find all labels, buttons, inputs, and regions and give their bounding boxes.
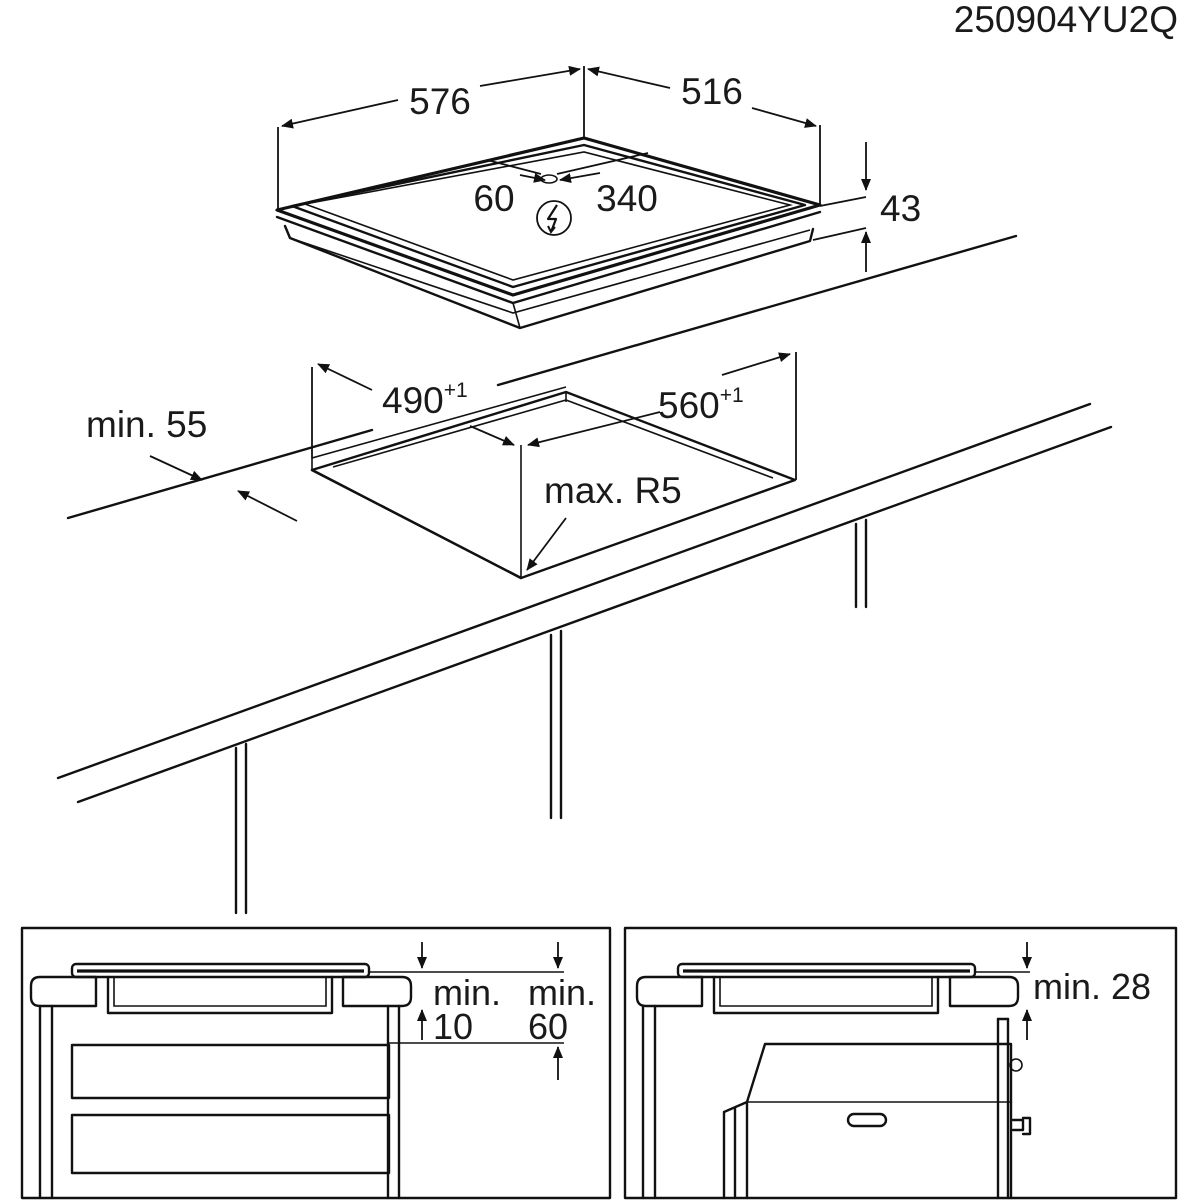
min-front-label: min. 55 bbox=[86, 404, 207, 445]
worktop-drawing bbox=[56, 234, 1113, 915]
hob-drawing bbox=[275, 136, 822, 330]
min-gap-label-right: min. 28 bbox=[1033, 966, 1151, 1007]
document-code: 250904YU2Q bbox=[954, 0, 1178, 40]
hob-width-label: 576 bbox=[409, 81, 471, 122]
cutout-dimensions: 490+1 560+1 min. 55 max. R5 bbox=[86, 352, 797, 571]
detail-drawer-cabinet: min. 10 min. 60 bbox=[20, 926, 612, 1200]
min-gap-value-b: 60 bbox=[528, 1006, 568, 1047]
hob-depth-label: 516 bbox=[681, 71, 743, 112]
hob-height-dimension: 43 bbox=[812, 142, 921, 272]
connection-left-label: 60 bbox=[473, 178, 514, 219]
min-gap-label-a: min. bbox=[433, 972, 501, 1013]
corner-radius-label: max. R5 bbox=[544, 470, 682, 511]
connection-dimensions: 60 340 bbox=[473, 172, 658, 236]
cutout-width-label: 490+1 bbox=[382, 379, 468, 421]
cutout-depth-label: 560+1 bbox=[658, 384, 744, 426]
hob-height-label: 43 bbox=[880, 188, 921, 229]
min-gap-label-b: min. bbox=[528, 972, 596, 1013]
oven-handle-icon bbox=[846, 1112, 888, 1128]
min-gap-value-a: 10 bbox=[433, 1006, 473, 1047]
connection-right-label: 340 bbox=[596, 178, 658, 219]
lightning-circle-icon bbox=[536, 200, 572, 236]
detail-oven-cabinet: min. 28 bbox=[623, 926, 1178, 1200]
hob-width-dimension: 576 516 bbox=[277, 65, 821, 210]
